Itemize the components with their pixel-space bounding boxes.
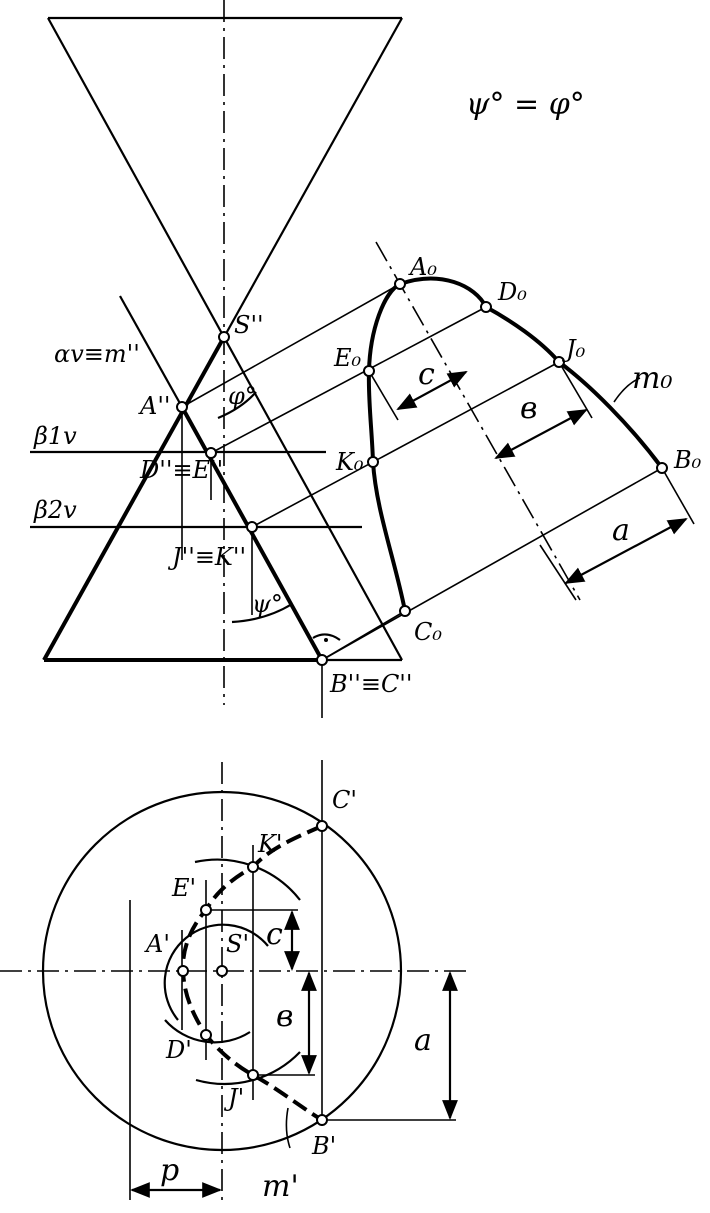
point-b-top [316,1114,328,1126]
label-dim-p-top: p [160,1153,179,1188]
label-bc-front: B''≡C'' [329,670,413,698]
front-view [30,0,403,718]
point-c-top [316,820,328,832]
label-angle-psi: ψ° [252,590,283,618]
connector-de [210,306,487,454]
point-j0 [553,356,565,368]
label-plane-beta1: β1v [33,422,77,450]
label-dim-a-top: a [414,1023,432,1058]
point-k-top [247,861,259,873]
dim-b-line [494,409,588,459]
labels: ψ° = φ° S'' A'' D''≡E'' J''≡K'' B''≡C'' … [33,87,702,1204]
point-d0 [480,301,492,313]
label-d0: D₀ [497,278,527,306]
label-de-front: D''≡E'' [139,456,223,484]
plane-alpha-trace-upper [119,295,183,408]
connector-bc [321,467,663,661]
point-s-top [216,965,228,977]
label-k-top: K' [257,830,283,858]
label-s-top: S' [226,930,249,958]
dim-c-line [396,371,468,410]
label-c0: C₀ [414,618,442,646]
point-a-front [176,401,188,413]
cone-contour-left [42,336,226,661]
true-shape-curve-right [399,276,664,470]
label-a-front: A'' [138,392,171,420]
m0-leader [613,377,641,403]
right-angle-dot [324,638,328,642]
beta2-circle-arc-bottom [195,1051,301,1086]
point-de-front [205,447,217,459]
point-j-top [247,1069,259,1081]
point-c0 [399,605,411,617]
point-b0 [656,462,668,474]
dim-a-line [564,518,688,584]
point-e0 [363,365,375,377]
label-b-top: B' [311,1132,336,1160]
label-j-top: J' [223,1084,244,1112]
label-b0: B₀ [673,446,702,474]
point-a-top [177,965,189,977]
label-a-top: A' [144,930,170,958]
angle-arc-psi [231,603,293,624]
point-d-top [200,1029,212,1041]
label-dim-a-true: a [612,513,630,548]
true-shape-curve-left [366,282,407,612]
m-prime-leader [285,1107,291,1149]
label-plane-beta2: β2v [33,496,77,524]
label-j0: J₀ [561,335,586,363]
label-a0: A₀ [408,253,437,281]
right-angle-mark [312,633,341,641]
label-d-top: D' [165,1036,192,1064]
true-shape-view [366,241,695,612]
points [176,278,668,1126]
connector-jk [251,361,560,528]
label-c-top: C' [332,786,357,814]
connector-a [181,283,401,408]
label-jk-front: J''≡K'' [167,543,246,571]
angle-arc-phi [217,391,257,420]
label-m-prime: m' [262,1169,299,1204]
label-dim-b-true: в [520,391,537,426]
point-e-top [200,904,212,916]
connector-c [321,610,406,661]
label-e0: E₀ [333,344,362,372]
point-s-front [218,331,230,343]
label-dim-b-top: в [276,999,293,1034]
label-m0: m₀ [632,361,672,396]
beta1-circle-arc-bottom [164,1019,251,1044]
point-bc-front [316,654,328,666]
point-a0 [394,278,406,290]
label-k0: K₀ [335,448,364,476]
label-dim-c-true: c [418,357,435,392]
point-jk-front [246,521,258,533]
label-e-top: E' [171,874,196,902]
projection-connectors [181,283,663,661]
dim-c-ext [368,370,399,421]
dim-a-ext [661,467,695,525]
label-plane-alpha: αv≡m'' [54,340,140,368]
formula-label: ψ° = φ° [466,87,585,122]
label-angle-phi: φ° [228,382,257,410]
true-shape-axis [375,241,581,601]
label-s-front: S'' [234,311,264,339]
dim-a-ext2 [539,544,577,601]
point-k0 [367,456,379,468]
beta1-circle-arc [163,923,269,1021]
dim-b-ext [558,361,593,419]
label-dim-c-top: c [266,917,283,952]
top-view [0,760,470,1200]
